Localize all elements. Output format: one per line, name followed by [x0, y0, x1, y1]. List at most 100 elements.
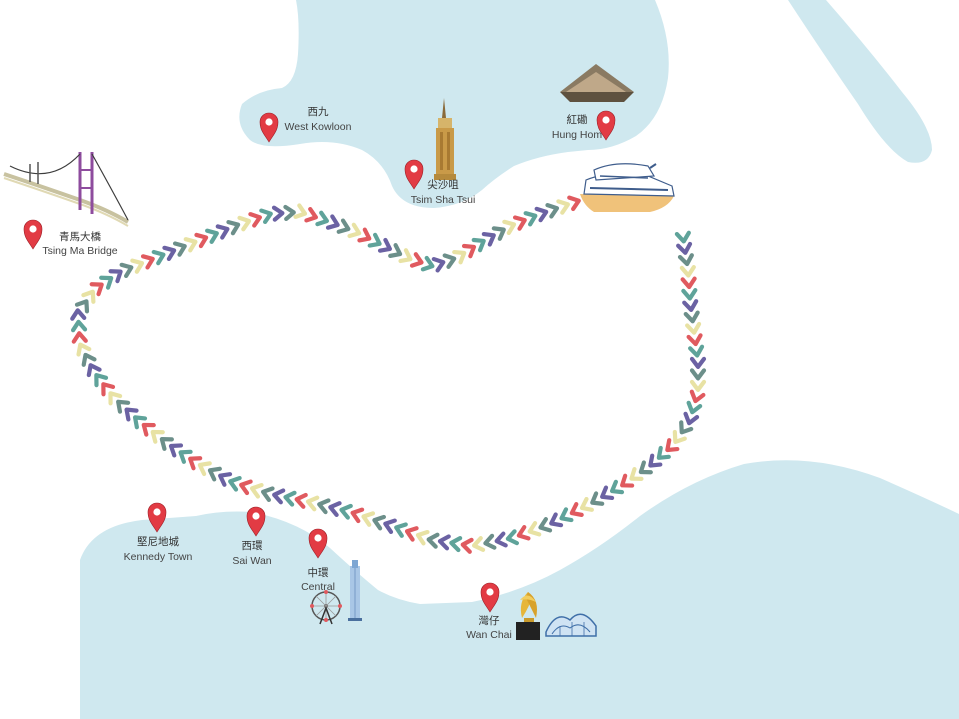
route-chevron — [74, 299, 90, 314]
route-chevron — [130, 258, 145, 274]
route-chevron — [294, 492, 308, 509]
route-chevrons — [70, 195, 707, 554]
route-chevron — [124, 407, 139, 422]
route-chevron — [600, 485, 615, 501]
location-central[interactable]: 中環 Central — [301, 528, 335, 593]
route-chevron — [648, 453, 663, 468]
route-chevron — [665, 438, 680, 453]
route-chevron — [426, 532, 440, 549]
route-chevron — [159, 437, 174, 451]
route-chevron — [383, 518, 397, 535]
route-chevron — [512, 215, 527, 231]
route-chevron — [81, 289, 96, 304]
route-chevron — [259, 208, 273, 225]
route-chevron — [108, 391, 123, 406]
route-chevron — [689, 368, 707, 381]
route-chevron — [394, 522, 408, 538]
route-chevron — [151, 249, 166, 266]
route-chevron — [194, 232, 209, 249]
route-chevron — [197, 461, 212, 477]
route-chevron — [249, 482, 264, 499]
route-chevron — [237, 215, 252, 232]
route-chevron — [569, 502, 584, 517]
route-chevron — [215, 224, 230, 240]
route-chevron — [76, 342, 92, 357]
route-chevron — [404, 526, 419, 542]
route-chevron — [431, 256, 446, 273]
route-chevron — [538, 516, 553, 533]
route-chevron — [317, 498, 331, 515]
route-chevron — [94, 373, 109, 388]
route-chevron — [483, 533, 497, 550]
hong-kong-island-water — [80, 460, 959, 719]
route-chevron — [228, 475, 242, 492]
route-chevron — [108, 269, 123, 284]
route-chevron — [119, 262, 134, 279]
route-chevron — [71, 331, 88, 344]
route-chevron — [339, 503, 353, 520]
route-chevron — [70, 319, 88, 333]
route-chevron — [471, 536, 486, 552]
route-chevron — [248, 212, 262, 228]
route-chevron — [679, 265, 696, 278]
location-kennedy-town[interactable]: 堅尼地城 Kennedy Town — [124, 502, 193, 563]
route-chevron — [239, 479, 253, 496]
route-chevron — [680, 276, 697, 290]
route-chevron — [409, 252, 424, 268]
location-label-en: Wan Chai — [466, 629, 512, 641]
route-chevron — [293, 203, 308, 219]
route-chevron — [609, 479, 625, 495]
location-label-zh: 尖沙咀 — [427, 178, 459, 191]
route-chevron — [460, 537, 474, 554]
location-label-zh: 紅磡 — [567, 113, 588, 126]
location-label-en: Central — [301, 581, 335, 593]
location-sai-wan[interactable]: 西環 Sai Wan — [232, 506, 272, 567]
route-chevron — [132, 415, 148, 430]
route-chevron — [567, 195, 581, 212]
route-chevron — [677, 253, 694, 267]
route-chevron — [681, 288, 698, 301]
route-chevron — [682, 299, 699, 312]
route-chevron — [328, 501, 342, 517]
route-chevron — [674, 230, 691, 244]
route-chevron — [545, 203, 560, 219]
route-chevron — [685, 321, 702, 335]
location-tsim-sha-tsui[interactable]: 尖沙咀 Tsim Sha Tsui — [404, 159, 475, 206]
route-chevron — [420, 255, 435, 272]
water — [80, 0, 959, 719]
route-chevron — [689, 356, 707, 369]
hung-hom-coliseum-icon — [560, 64, 634, 102]
route-chevron — [494, 531, 508, 548]
route-chevron — [99, 275, 114, 290]
route-chevron — [283, 490, 297, 507]
route-chevron — [683, 310, 700, 324]
location-label-zh: 中環 — [308, 566, 329, 579]
location-tsing-ma-bridge[interactable]: 青馬大橋 Tsing Ma Bridge — [23, 219, 118, 257]
route-chevron — [315, 210, 329, 227]
route-chevron — [116, 399, 131, 414]
route-chevron — [388, 243, 403, 258]
location-west-kowloon[interactable]: 西九 West Kowloon — [259, 106, 352, 143]
route-chevron — [141, 422, 156, 437]
location-label-en: Sai Wan — [232, 555, 271, 567]
route-chevron — [377, 237, 392, 253]
route-chevron — [672, 429, 687, 445]
route-chevron — [218, 472, 233, 487]
route-chevron — [272, 488, 286, 505]
route-chevron — [683, 411, 700, 426]
route-chevron — [556, 199, 570, 215]
convention-centre-icon — [545, 613, 597, 637]
route-chevron — [549, 512, 564, 528]
route-chevron — [688, 344, 705, 358]
route-chevron — [86, 363, 102, 378]
clock-tower-icon — [434, 98, 456, 180]
location-hung-hom[interactable]: 紅磡 Hung Hom — [552, 110, 616, 141]
route-chevron — [523, 211, 538, 227]
location-label-zh: 堅尼地城 — [137, 535, 179, 548]
route-chevron — [620, 473, 635, 488]
north-east-water — [788, 0, 932, 163]
route-chevron — [676, 241, 693, 255]
route-chevron — [516, 524, 531, 541]
location-wan-chai[interactable]: 灣仔 Wan Chai — [466, 582, 512, 641]
route-chevron — [579, 496, 594, 512]
